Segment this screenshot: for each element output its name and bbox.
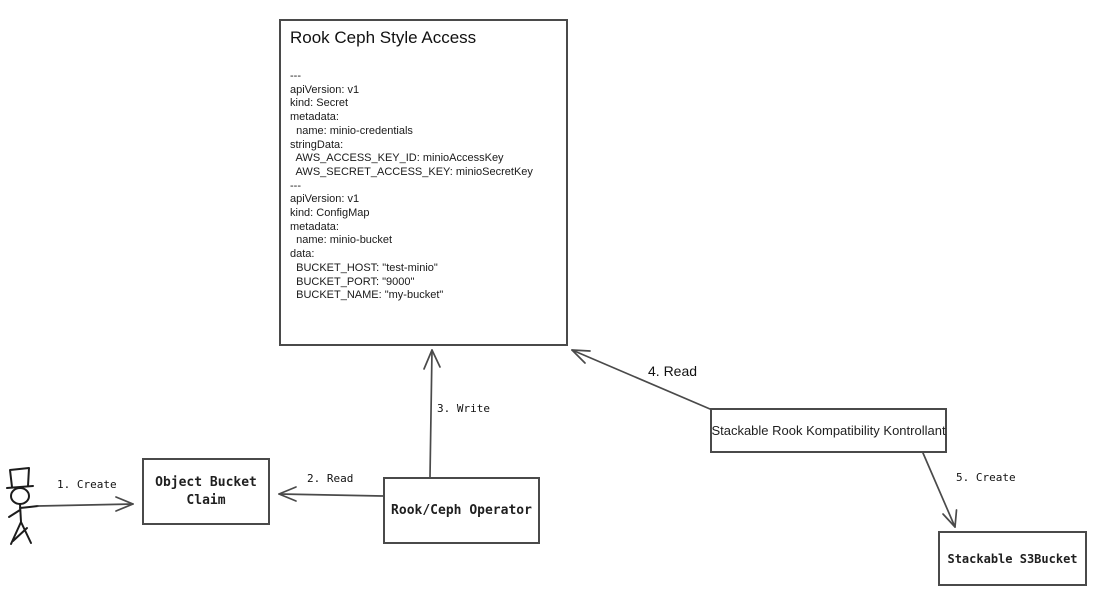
edge-create-s3bucket <box>922 452 958 528</box>
stackable-s3bucket-node: Stackable S3Bucket <box>938 531 1087 586</box>
yaml-line: metadata: <box>290 111 339 124</box>
edge-label-read-obc: 2. Read <box>307 472 354 485</box>
rook-ceph-style-access-box: Rook Ceph Style Access --- apiVersion: v… <box>279 19 568 346</box>
object-bucket-claim-label-line2: Claim <box>186 492 226 508</box>
edge-read-resources <box>571 349 711 410</box>
stackable-s3bucket-label: Stackable S3Bucket <box>947 551 1078 566</box>
edge-read-obc <box>278 486 384 502</box>
yaml-line: AWS_SECRET_ACCESS_KEY: minioSecretKey <box>290 165 533 178</box>
rook-box-yaml: --- apiVersion: v1 kind: Secret metadata… <box>290 70 562 303</box>
yaml-line: kind: Secret <box>290 97 349 110</box>
edge-write-resources <box>423 349 441 478</box>
edge-label-write-resources: 3. Write <box>437 402 490 415</box>
yaml-line: BUCKET_NAME: "my-bucket" <box>290 289 444 302</box>
rook-box-title: Rook Ceph Style Access <box>290 28 477 47</box>
edge-label-read-resources: 4. Read <box>648 363 698 379</box>
yaml-line: apiVersion: v1 <box>290 193 360 206</box>
stackable-kontrollant-label: Stackable Rook Kompatibility Kontrollant <box>711 423 946 438</box>
user-stick-figure-icon <box>6 467 39 545</box>
object-bucket-claim-node: Object Bucket Claim <box>142 458 270 525</box>
yaml-line: name: minio-credentials <box>290 124 413 137</box>
yaml-line: BUCKET_PORT: "9000" <box>290 275 415 288</box>
edge-label-create-obc: 1. Create <box>57 478 117 491</box>
yaml-line: apiVersion: v1 <box>290 83 360 96</box>
yaml-line: name: minio-bucket <box>290 234 393 247</box>
yaml-line: --- <box>290 179 301 192</box>
yaml-line: AWS_ACCESS_KEY_ID: minioAccessKey <box>290 152 504 165</box>
edge-label-create-s3bucket: 5. Create <box>956 471 1016 484</box>
yaml-line: --- <box>290 70 301 82</box>
object-bucket-claim-label-line1: Object Bucket <box>155 474 257 490</box>
rook-ceph-operator-node: Rook/Ceph Operator <box>383 477 540 544</box>
stackable-kontrollant-node: Stackable Rook Kompatibility Kontrollant <box>710 408 947 453</box>
yaml-line: data: <box>290 248 315 261</box>
edge-create-obc <box>37 496 134 512</box>
yaml-line: BUCKET_HOST: "test-minio" <box>290 261 438 274</box>
yaml-line: metadata: <box>290 220 339 233</box>
yaml-line: stringData: <box>290 138 344 151</box>
rook-ceph-operator-label: Rook/Ceph Operator <box>391 503 532 518</box>
yaml-line: kind: ConfigMap <box>290 207 370 220</box>
